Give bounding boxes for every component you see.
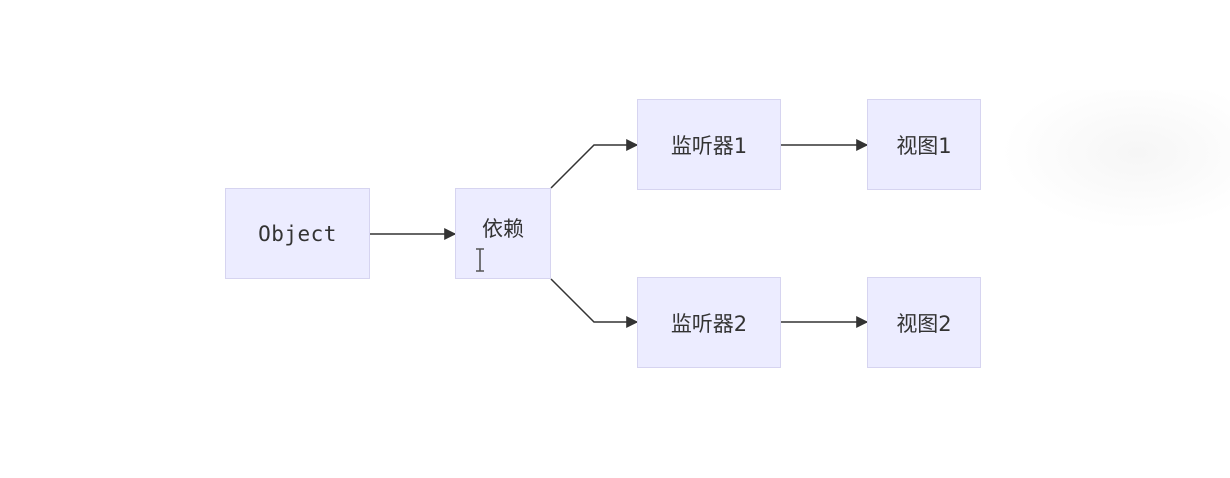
edge-dependency-to-listener2 — [550, 278, 639, 328]
node-listener-2-label: 监听器2 — [670, 311, 748, 336]
node-view-2-label: 视图2 — [896, 311, 952, 336]
node-object-label: Object — [258, 221, 337, 246]
node-dependency-label: 依赖 — [482, 216, 524, 241]
node-view-1[interactable]: 视图1 — [867, 99, 981, 190]
edge-dependency-to-listener1 — [550, 139, 639, 189]
node-view-2[interactable]: 视图2 — [867, 277, 981, 368]
node-dependency[interactable]: 依赖 — [455, 188, 551, 279]
node-object[interactable]: Object — [225, 188, 370, 279]
node-listener-1[interactable]: 监听器1 — [637, 99, 781, 190]
node-view-1-label: 视图1 — [896, 133, 952, 158]
node-listener-1-label: 监听器1 — [670, 133, 748, 158]
node-listener-2[interactable]: 监听器2 — [637, 277, 781, 368]
text-cursor-icon — [476, 248, 484, 272]
